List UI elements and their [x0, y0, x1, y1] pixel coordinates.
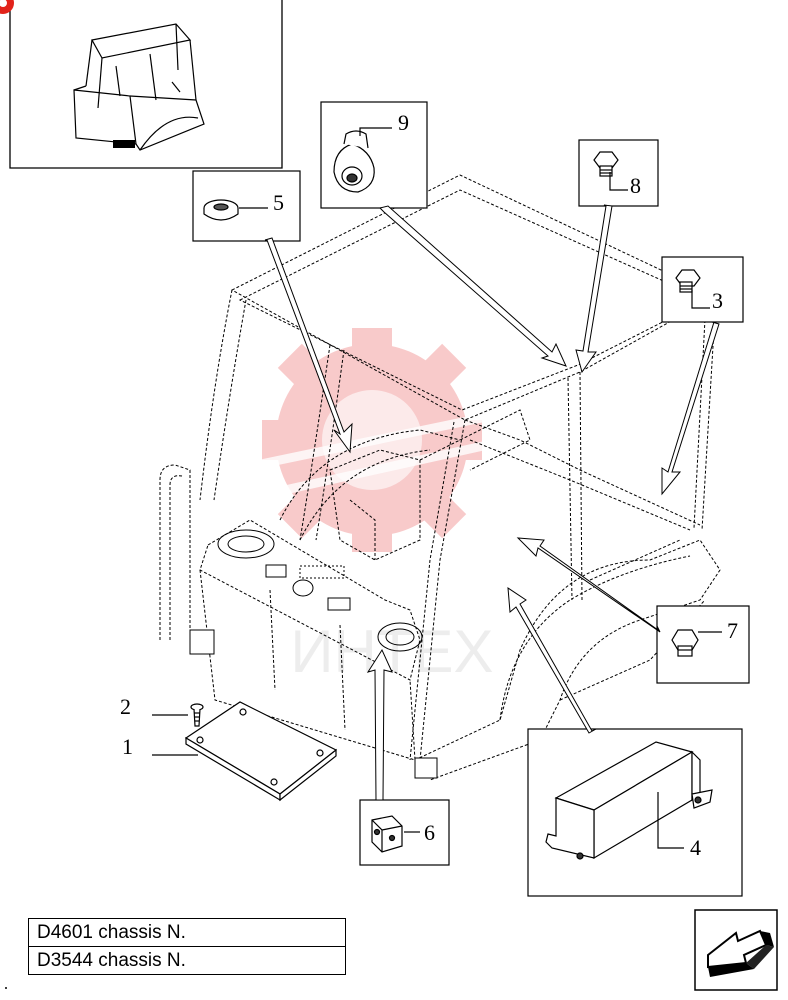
- bolt-part-8: [593, 151, 628, 191]
- callout-box-8: [578, 139, 659, 207]
- bracket-part-4: [545, 741, 713, 860]
- callout-label-8: 8: [630, 173, 641, 198]
- watermark-text: ИНТЕХ: [290, 618, 493, 685]
- callout-label-9: 9: [398, 110, 409, 135]
- pointer-arrows: [264, 204, 720, 801]
- table-row: D4601 chassis N.: [28, 918, 346, 947]
- arrow-next-page-icon: [707, 929, 774, 977]
- bolt-part-7: [671, 629, 722, 657]
- callout-label-4: 4: [690, 835, 701, 860]
- watermark-logo: ИНТЕХ: [231, 328, 521, 685]
- dashboard-controls: [189, 529, 438, 779]
- callout-box-3: [661, 256, 744, 323]
- callout-box-9: [320, 101, 428, 209]
- chassis-number-table: D4601 chassis N. D3544 chassis N.: [28, 918, 346, 975]
- red-badge-icon: [0, 0, 14, 14]
- bolt-part-3: [675, 269, 710, 309]
- next-page-button[interactable]: [694, 909, 778, 991]
- cab-overview-thumbnail: [9, 0, 283, 169]
- clip-part-6: [371, 815, 420, 853]
- callout-label-7: 7: [727, 618, 738, 643]
- callout-label-1: 1: [122, 734, 133, 759]
- callout-box-7: [656, 605, 750, 684]
- callout-label-6: 6: [424, 820, 435, 845]
- screw-part-2: [152, 703, 204, 727]
- grommet-part-9: [333, 127, 392, 193]
- callout-label-5: 5: [273, 190, 284, 215]
- washer-part-5: [203, 199, 268, 221]
- cover-plate-part-1: [152, 701, 338, 802]
- table-row: D3544 chassis N.: [28, 946, 346, 975]
- chassis-row-d4601: D4601 chassis N.: [28, 918, 346, 947]
- chassis-row-d3544: D3544 chassis N.: [28, 946, 346, 975]
- callout-label-2: 2: [120, 694, 131, 719]
- callout-label-3: 3: [712, 288, 723, 313]
